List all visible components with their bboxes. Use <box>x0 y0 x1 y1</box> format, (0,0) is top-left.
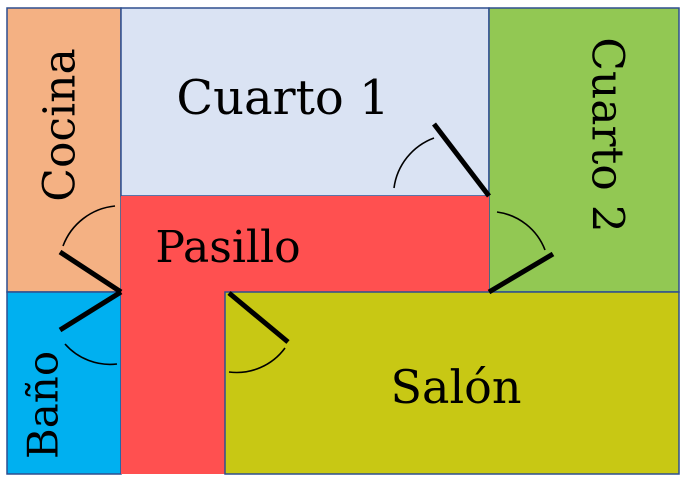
room-cuarto1 <box>120 7 490 197</box>
door-swing-cuarto1 <box>393 137 435 189</box>
label-cocina: Cocina <box>35 48 86 201</box>
door-cuarto2 <box>487 251 555 295</box>
label-salon: Salón <box>391 360 522 414</box>
room-salon <box>224 291 680 475</box>
room-cuarto2 <box>488 7 680 293</box>
door-cocina <box>58 249 123 295</box>
door-bano <box>58 289 123 333</box>
label-pasillo: Pasillo <box>155 222 300 273</box>
door-swing-bano <box>64 343 118 366</box>
room-pasillo <box>121 196 489 474</box>
door-swing-salon <box>228 347 286 374</box>
label-bano: Baño <box>19 351 68 459</box>
door-swing-cuarto2 <box>496 211 546 251</box>
label-cuarto1: Cuarto 1 <box>176 70 389 126</box>
door-salon <box>227 291 290 344</box>
door-cuarto1 <box>432 122 491 198</box>
room-bano <box>6 291 122 475</box>
label-cuarto2: Cuarto 2 <box>582 37 633 232</box>
door-swing-cocina <box>62 205 116 247</box>
